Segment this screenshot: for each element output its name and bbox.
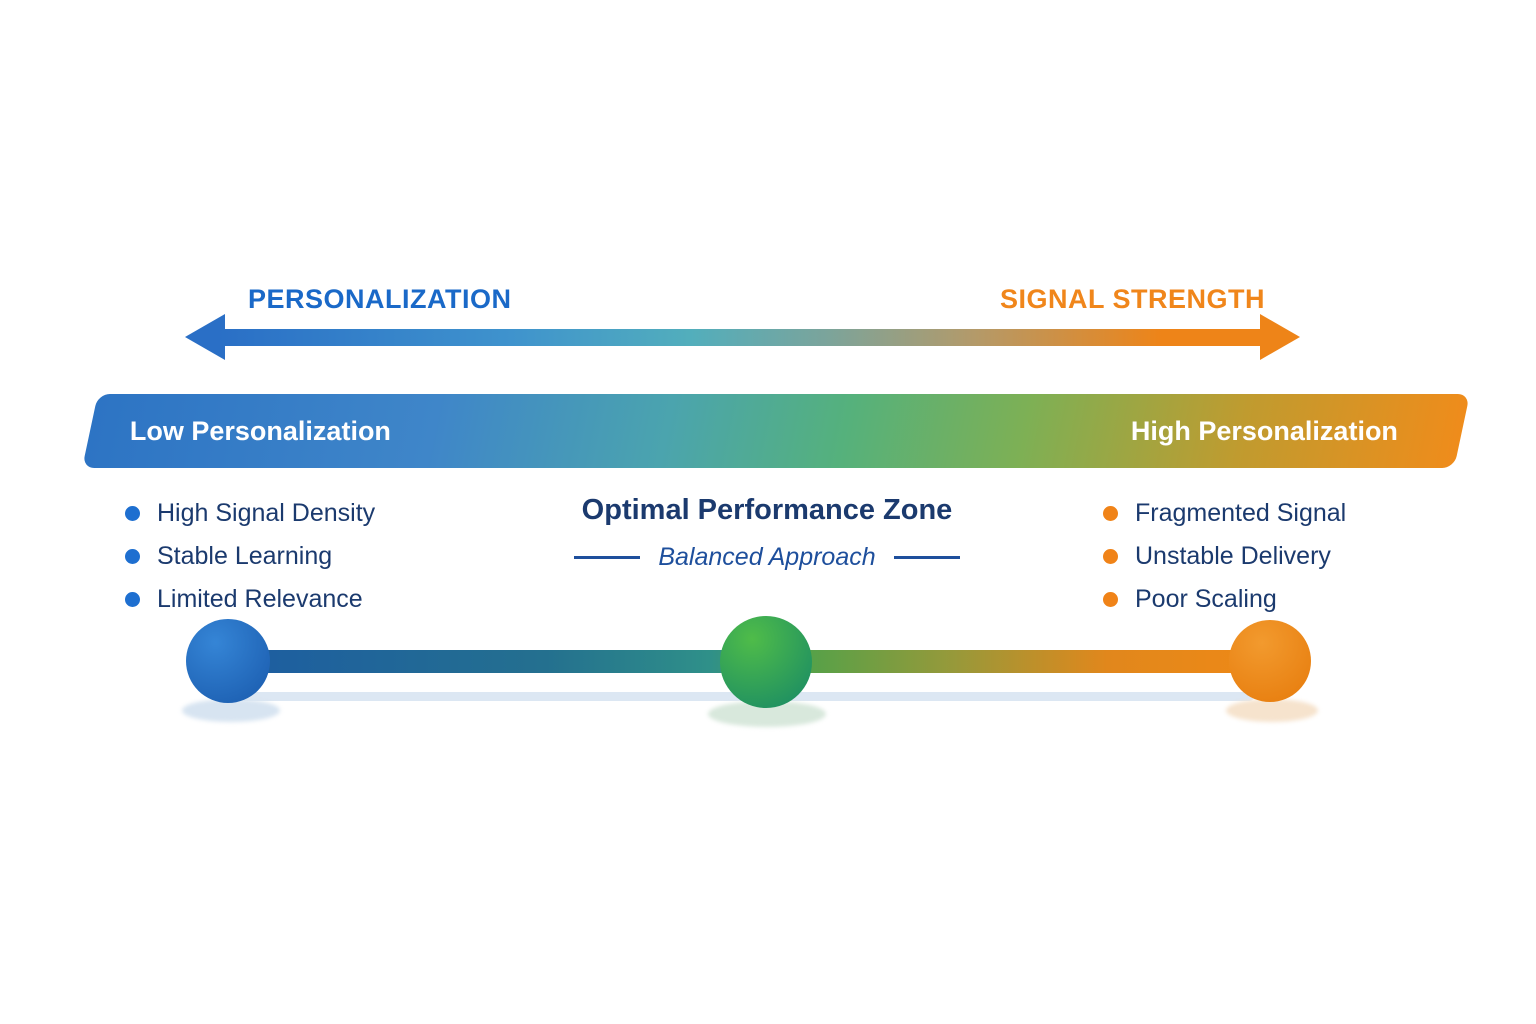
bullet-dot-icon — [125, 506, 140, 521]
handle-shadow — [1226, 699, 1318, 722]
list-item: Stable Learning — [125, 535, 375, 578]
slider-handle-low-end — [186, 619, 270, 703]
arrow-right-head-icon — [1260, 314, 1300, 360]
list-item: Unstable Delivery — [1103, 535, 1346, 578]
list-item-label: Stable Learning — [157, 542, 333, 570]
optimal-zone-callout: Optimal Performance Zone Balanced Approa… — [525, 494, 1009, 572]
slider-handle-optimal — [720, 616, 812, 708]
personalization-axis-label: PERSONALIZATION — [248, 284, 512, 314]
high-side-feature-list: Fragmented Signal Unstable Delivery Poor… — [1103, 492, 1346, 621]
bullet-dot-icon — [1103, 549, 1118, 564]
optimal-zone-subtitle: Balanced Approach — [658, 543, 876, 571]
arrow-gradient-shaft — [218, 329, 1267, 346]
low-personalization-label: Low Personalization — [130, 415, 392, 446]
low-side-feature-list: High Signal Density Stable Learning Limi… — [125, 492, 375, 621]
high-personalization-label: High Personalization — [1130, 415, 1398, 446]
list-item-label: Poor Scaling — [1135, 585, 1277, 613]
list-item: Poor Scaling — [1103, 578, 1346, 621]
bullet-dot-icon — [125, 592, 140, 607]
list-item: High Signal Density — [125, 492, 375, 535]
right-dash-rule — [893, 556, 960, 559]
list-item-label: High Signal Density — [157, 499, 376, 527]
optimal-zone-title: Optimal Performance Zone — [581, 494, 953, 526]
slider-handle-high-end — [1229, 620, 1311, 702]
list-item-label: Fragmented Signal — [1135, 499, 1347, 527]
tradeoff-axis-arrow — [185, 314, 1300, 361]
spectrum-banner: Low Personalization High Personalization — [82, 394, 1470, 468]
left-dash-rule — [574, 556, 641, 559]
list-item: Fragmented Signal — [1103, 492, 1346, 535]
list-item-label: Unstable Delivery — [1135, 542, 1331, 570]
list-item-label: Limited Relevance — [157, 585, 363, 613]
signal-strength-axis-label: SIGNAL STRENGTH — [1000, 284, 1266, 314]
handle-shadow — [182, 699, 280, 722]
bullet-dot-icon — [1103, 506, 1118, 521]
optimal-zone-subtitle-row: Balanced Approach — [525, 543, 1009, 572]
bullet-dot-icon — [1103, 592, 1118, 607]
list-item: Limited Relevance — [125, 578, 375, 621]
bullet-dot-icon — [125, 549, 140, 564]
